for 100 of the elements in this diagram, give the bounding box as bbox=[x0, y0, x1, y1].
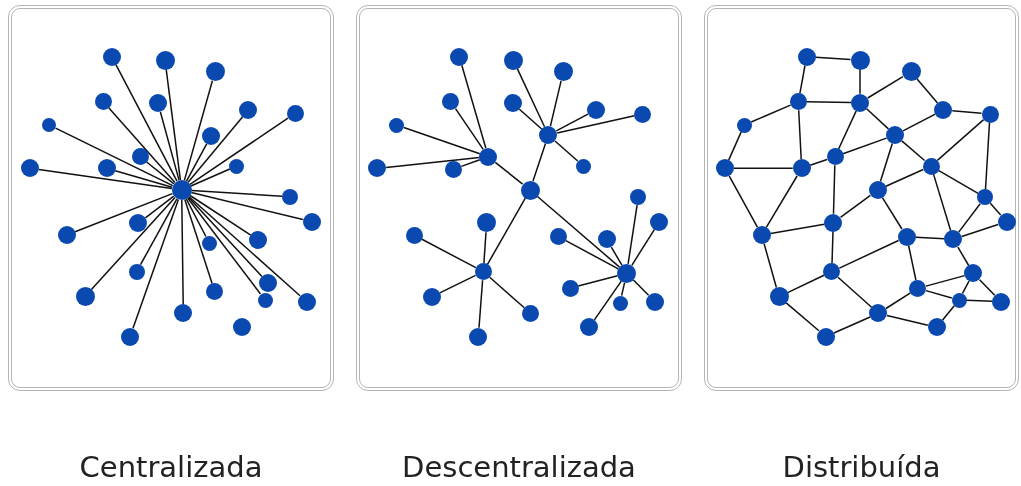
link-line bbox=[554, 140, 579, 162]
network-node bbox=[816, 327, 835, 346]
link-line bbox=[439, 274, 477, 294]
link-line bbox=[577, 274, 619, 287]
link-line bbox=[936, 118, 985, 162]
network-node bbox=[450, 47, 469, 66]
link-line bbox=[181, 199, 184, 306]
link-line bbox=[132, 198, 180, 329]
network-node bbox=[886, 126, 904, 144]
link-line bbox=[556, 115, 636, 134]
link-line bbox=[620, 281, 626, 297]
network-node bbox=[897, 227, 916, 246]
network-node bbox=[868, 181, 887, 199]
link-line bbox=[881, 196, 903, 230]
network-node bbox=[21, 159, 39, 178]
network-node bbox=[549, 228, 567, 246]
link-line bbox=[185, 198, 207, 238]
network-node bbox=[97, 159, 116, 178]
network-node bbox=[522, 304, 540, 322]
link-line bbox=[842, 137, 888, 155]
link-line bbox=[763, 242, 778, 289]
link-line bbox=[859, 68, 861, 95]
link-line bbox=[90, 196, 176, 291]
network-node bbox=[239, 101, 258, 119]
network-node bbox=[297, 292, 316, 311]
network-node bbox=[951, 292, 967, 308]
network-node bbox=[981, 105, 999, 123]
link-line bbox=[916, 78, 939, 104]
network-node bbox=[149, 94, 167, 113]
network-node bbox=[597, 230, 616, 249]
link-line bbox=[965, 299, 993, 303]
network-node bbox=[992, 292, 1010, 311]
network-node bbox=[789, 93, 807, 111]
network-node bbox=[824, 213, 843, 232]
network-node bbox=[442, 93, 460, 111]
link-line bbox=[885, 168, 924, 188]
panel-caption: Distribuída bbox=[781, 449, 942, 485]
link-line bbox=[54, 127, 174, 187]
link-line bbox=[385, 156, 481, 169]
link-line bbox=[885, 292, 912, 310]
link-line bbox=[750, 104, 792, 123]
link-line bbox=[187, 196, 263, 278]
link-line bbox=[565, 239, 620, 270]
link-line bbox=[879, 142, 894, 183]
link-line bbox=[839, 194, 872, 219]
network-node bbox=[617, 263, 637, 283]
network-node bbox=[587, 101, 605, 119]
link-line bbox=[786, 274, 825, 294]
network-node bbox=[102, 47, 121, 66]
link-line bbox=[144, 195, 175, 219]
link-line bbox=[831, 230, 834, 264]
network-node bbox=[944, 230, 963, 249]
network-node bbox=[469, 327, 488, 346]
link-line bbox=[925, 289, 953, 299]
link-line bbox=[989, 202, 1002, 216]
link-line bbox=[190, 168, 231, 187]
network-node bbox=[769, 287, 789, 307]
network-node bbox=[257, 292, 273, 308]
link-line bbox=[593, 280, 623, 321]
network-node bbox=[927, 318, 946, 337]
link-line bbox=[978, 278, 996, 296]
network-node bbox=[229, 158, 245, 174]
network-node bbox=[302, 212, 321, 231]
link-line bbox=[838, 239, 900, 269]
link-line bbox=[187, 116, 244, 184]
network-node bbox=[901, 62, 921, 82]
network-node bbox=[752, 226, 771, 244]
link-line bbox=[189, 117, 289, 186]
network-node bbox=[553, 62, 573, 82]
link-line bbox=[837, 276, 873, 309]
network-node bbox=[869, 304, 888, 323]
network-node bbox=[232, 318, 251, 337]
link-line bbox=[951, 110, 983, 115]
network-node bbox=[964, 264, 983, 283]
link-line bbox=[183, 80, 214, 182]
network-node bbox=[205, 62, 225, 82]
network-node bbox=[646, 292, 664, 311]
link-line bbox=[494, 161, 524, 185]
network-node bbox=[129, 214, 148, 233]
link-line bbox=[610, 246, 623, 266]
network-node bbox=[850, 50, 870, 70]
link-line bbox=[188, 195, 301, 297]
link-line bbox=[957, 246, 970, 267]
link-line bbox=[185, 143, 208, 182]
link-line bbox=[733, 167, 794, 170]
network-node bbox=[503, 94, 522, 113]
link-line bbox=[631, 228, 656, 267]
link-line bbox=[984, 121, 991, 191]
network-node bbox=[202, 127, 220, 145]
link-line bbox=[461, 64, 487, 149]
network-node bbox=[282, 188, 298, 205]
link-line bbox=[536, 195, 621, 268]
link-line bbox=[115, 63, 178, 182]
link-line bbox=[765, 175, 798, 229]
network-node bbox=[539, 126, 558, 144]
network-node bbox=[259, 274, 277, 292]
link-line bbox=[420, 238, 477, 269]
link-line bbox=[190, 189, 283, 197]
network-node bbox=[422, 287, 441, 306]
network-node bbox=[94, 93, 112, 111]
